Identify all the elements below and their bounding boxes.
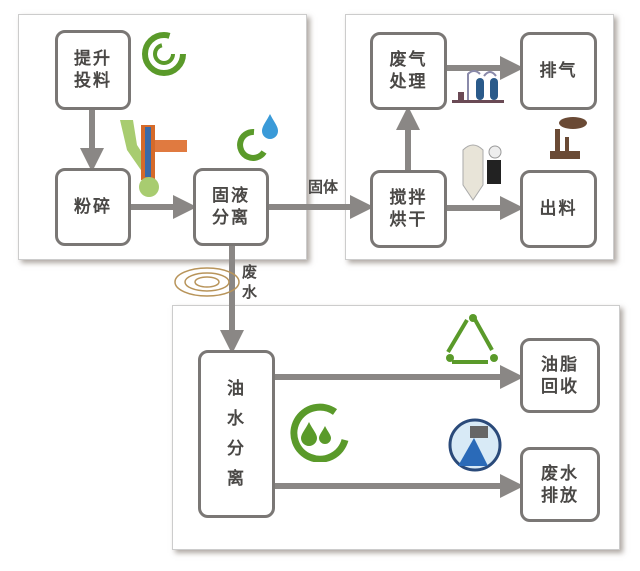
ripple-icon bbox=[174, 267, 240, 297]
water-cycle-icon bbox=[237, 114, 278, 161]
gas-scrubber-icon bbox=[452, 70, 504, 103]
crusher-machine-icon bbox=[120, 120, 187, 197]
node-wastewater-discharge: 废水 排放 bbox=[520, 447, 600, 522]
node-crush: 粉碎 bbox=[55, 168, 131, 246]
discharge-pipe-icon bbox=[448, 418, 502, 472]
label-wastewater: 废水 bbox=[242, 263, 258, 301]
node-exhaust: 排气 bbox=[520, 32, 597, 110]
oil-water-cycle-icon bbox=[290, 403, 349, 462]
node-grease-recovery: 油脂 回收 bbox=[520, 338, 600, 413]
node-discharge: 出料 bbox=[520, 170, 597, 248]
node-gas-treatment: 废气 处理 bbox=[370, 32, 447, 110]
dryer-machine-icon bbox=[462, 144, 502, 201]
recycle-circle-icon bbox=[142, 32, 186, 76]
node-stir-dry: 搅拌 烘干 bbox=[370, 170, 447, 248]
node-lift-feed: 提升 投料 bbox=[55, 30, 131, 110]
recycle-triangle-icon bbox=[446, 314, 498, 364]
node-oil-water-separation: 油 水 分 离 bbox=[198, 350, 275, 518]
label-solid: 固体 bbox=[308, 178, 339, 196]
node-solid-liquid-separation: 固液 分离 bbox=[193, 168, 269, 246]
factory-smoke-icon bbox=[550, 117, 587, 159]
